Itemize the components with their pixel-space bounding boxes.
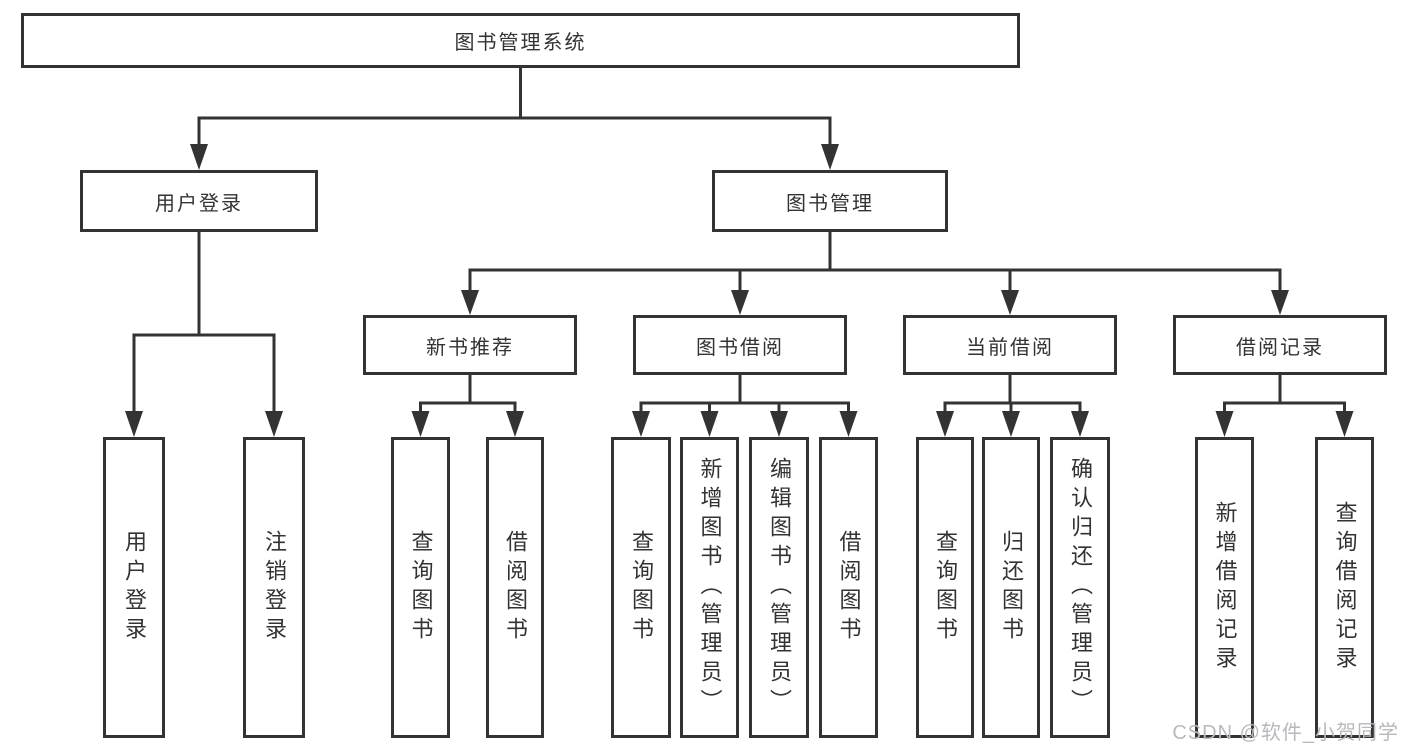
connector-borrowing-records-to-leaves xyxy=(1215,373,1354,437)
leaf-return-books-label: 归还图书 xyxy=(999,529,1024,646)
leaf-add-books-admin-label: 新增图书（管理员） xyxy=(697,457,723,718)
connector-root-to-level2 xyxy=(190,66,839,170)
node-book-management: 图书管理 xyxy=(712,170,948,232)
node-root: 图书管理系统 xyxy=(21,13,1020,68)
connector-book-management-to-level3 xyxy=(461,230,1289,315)
leaf-borrow-books-borrowing: 借阅图书 xyxy=(819,437,878,738)
node-borrowing-records-label: 借阅记录 xyxy=(1236,336,1324,359)
leaf-logout: 注销登录 xyxy=(243,437,305,738)
node-borrowing-records: 借阅记录 xyxy=(1173,315,1387,375)
leaf-user-login-label: 用户登录 xyxy=(122,529,147,646)
leaf-query-books-recommend: 查询图书 xyxy=(391,437,450,738)
leaf-query-books-current: 查询图书 xyxy=(916,437,974,738)
leaf-edit-books-admin: 编辑图书（管理员） xyxy=(749,437,809,738)
leaf-return-books: 归还图书 xyxy=(982,437,1040,738)
leaf-query-books-current-label: 查询图书 xyxy=(933,529,958,646)
node-book-management-label: 图书管理 xyxy=(786,192,874,215)
connector-book-borrowing-to-leaves xyxy=(632,373,858,437)
csdn-watermark: CSDN @软件_小贺同学 xyxy=(1172,722,1399,744)
connector-current-borrowing-to-leaves xyxy=(936,373,1089,437)
leaf-confirm-return-admin: 确认归还（管理员） xyxy=(1050,437,1110,738)
leaf-query-books-borrowing-label: 查询图书 xyxy=(629,529,654,646)
node-book-borrowing: 图书借阅 xyxy=(633,315,847,375)
node-new-book-recommend-label: 新书推荐 xyxy=(426,336,514,359)
leaf-confirm-return-admin-label: 确认归还（管理员） xyxy=(1068,457,1093,718)
leaf-add-borrow-record-label: 新增借阅记录 xyxy=(1212,500,1238,675)
node-current-borrowing-label: 当前借阅 xyxy=(966,336,1054,359)
connector-user-login-to-leaves xyxy=(125,230,283,437)
leaf-query-borrow-record-label: 查询借阅记录 xyxy=(1332,500,1358,675)
leaf-borrow-books-recommend-label: 借阅图书 xyxy=(503,529,528,646)
leaf-query-books-borrowing: 查询图书 xyxy=(611,437,671,738)
leaf-add-borrow-record: 新增借阅记录 xyxy=(1195,437,1254,738)
node-new-book-recommend: 新书推荐 xyxy=(363,315,577,375)
leaf-borrow-books-recommend: 借阅图书 xyxy=(486,437,544,738)
leaf-logout-label: 注销登录 xyxy=(262,529,287,646)
leaf-borrow-books-borrowing-label: 借阅图书 xyxy=(836,529,862,646)
node-root-label: 图书管理系统 xyxy=(454,32,587,54)
leaf-query-books-recommend-label: 查询图书 xyxy=(408,529,434,646)
node-current-borrowing: 当前借阅 xyxy=(903,315,1117,375)
leaf-user-login: 用户登录 xyxy=(103,437,165,738)
leaf-edit-books-admin-label: 编辑图书（管理员） xyxy=(767,457,792,718)
node-user-login: 用户登录 xyxy=(80,170,318,232)
leaf-query-borrow-record: 查询借阅记录 xyxy=(1315,437,1374,738)
node-book-borrowing-label: 图书借阅 xyxy=(696,336,784,359)
connector-new-book-to-leaves xyxy=(411,373,524,437)
node-user-login-label: 用户登录 xyxy=(155,192,243,215)
leaf-add-books-admin: 新增图书（管理员） xyxy=(680,437,739,738)
